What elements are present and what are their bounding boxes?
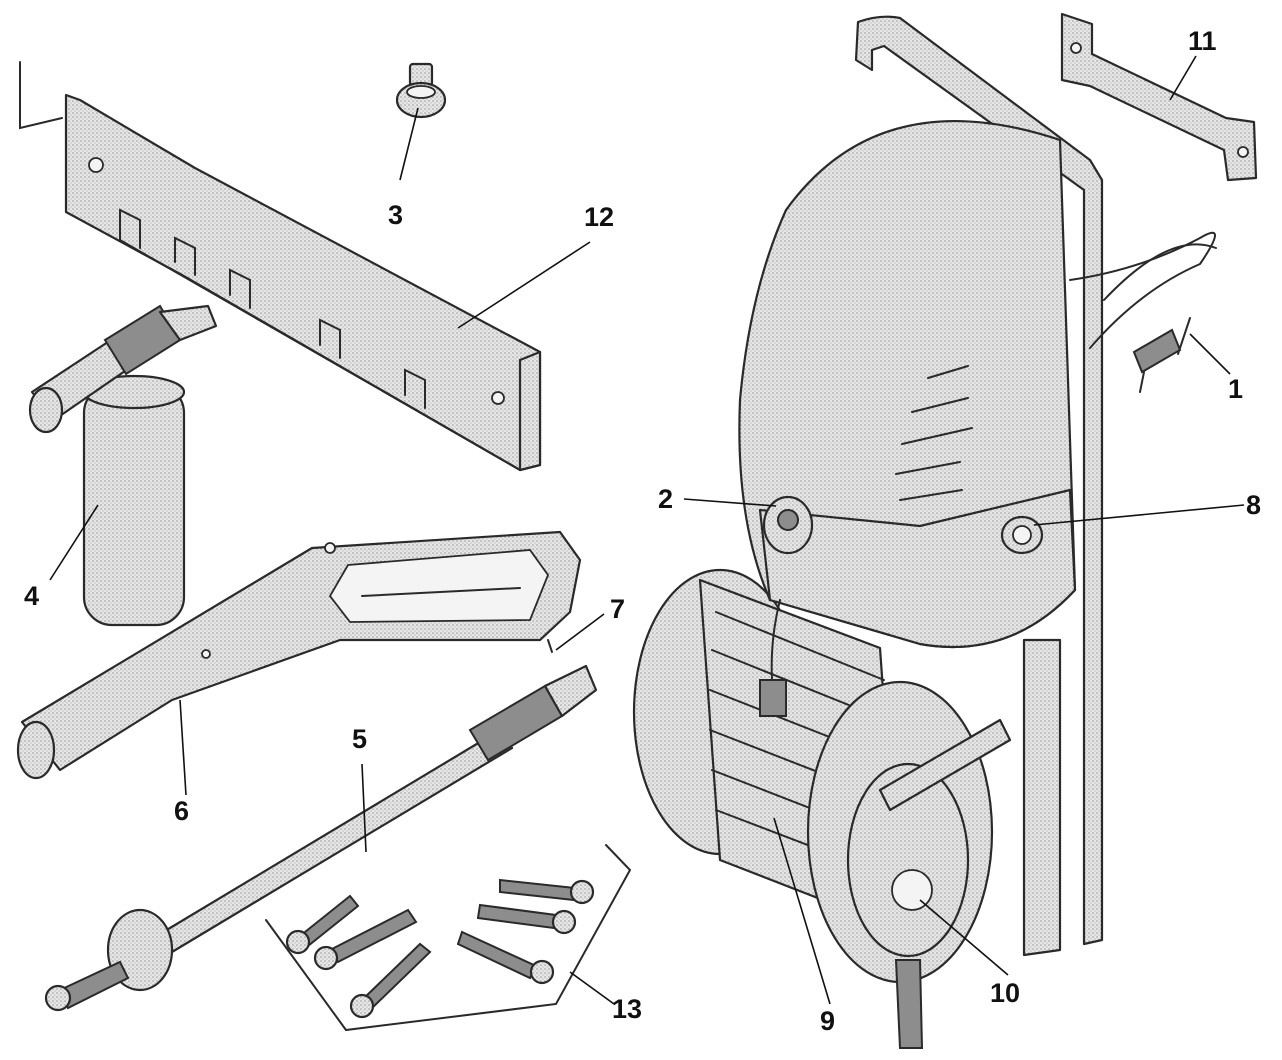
callout-labels: 1 2 3 4 5 6 7 8 9 10 11 12 13 [24, 26, 1261, 1036]
leader-lines [49, 55, 1245, 1005]
callout-8: 8 [1246, 490, 1261, 520]
callout-9: 9 [820, 1006, 835, 1036]
spray-lance [44, 664, 598, 1012]
callout-7: 7 [610, 594, 625, 624]
hose-reel [632, 568, 1012, 1049]
callout-6: 6 [174, 796, 189, 826]
callout-12: 12 [584, 202, 614, 232]
callout-10: 10 [990, 978, 1020, 1008]
callout-11: 11 [1188, 26, 1217, 56]
callout-1: 1 [1228, 374, 1243, 404]
callout-5: 5 [352, 724, 367, 754]
callout-13: 13 [612, 994, 642, 1024]
callout-2: 2 [658, 484, 673, 514]
spray-gun [16, 530, 582, 780]
callout-3: 3 [388, 200, 403, 230]
mounting-plate [1060, 12, 1258, 182]
screw-set [265, 844, 632, 1032]
pressure-washer-unit [738, 15, 1217, 957]
hose-adapter [395, 62, 447, 119]
detergent-bottle [28, 304, 218, 627]
callout-4: 4 [24, 581, 39, 611]
wall-bracket [19, 61, 542, 472]
